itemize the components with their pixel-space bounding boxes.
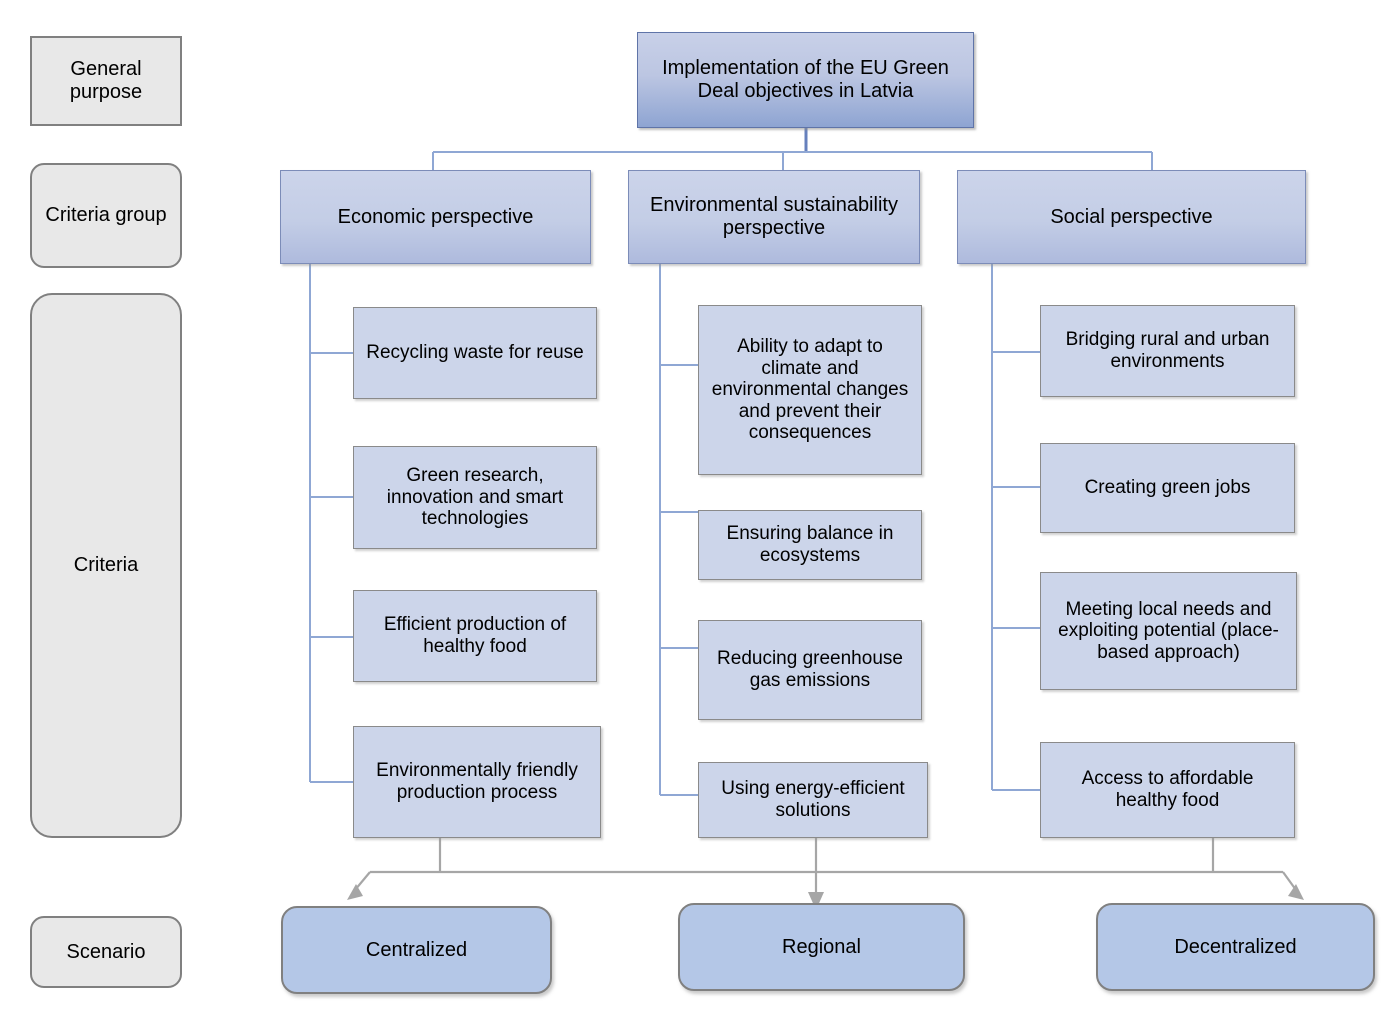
criterion-node-social-4[interactable]: Access to affordable healthy food bbox=[1040, 742, 1295, 838]
wire-arrow-leg-centralized bbox=[354, 871, 371, 891]
criterion-label-social-2: Creating green jobs bbox=[1084, 477, 1251, 499]
group-label-environmental: Environmental sustainability perspective bbox=[650, 194, 898, 239]
criterion-label-environmental-4: Using energy-efficient solutions bbox=[721, 778, 905, 821]
criterion-node-social-1[interactable]: Bridging rural and urban environments bbox=[1040, 305, 1295, 397]
lane-label-criteria-group: Criteria group bbox=[30, 163, 182, 268]
arrowhead-centralized bbox=[347, 884, 363, 900]
scenario-node-decentralized[interactable]: Decentralized bbox=[1096, 903, 1375, 991]
scenario-label-regional: Regional bbox=[782, 935, 861, 958]
criterion-node-environmental-1[interactable]: Ability to adapt to climate and environm… bbox=[698, 305, 922, 475]
lane-scenario-text: Scenario bbox=[66, 940, 146, 963]
criterion-node-social-3[interactable]: Meeting local needs and exploiting poten… bbox=[1040, 572, 1297, 690]
criterion-node-economic-3[interactable]: Efficient production of healthy food bbox=[353, 590, 597, 682]
scenario-node-regional[interactable]: Regional bbox=[678, 903, 965, 991]
criterion-node-environmental-4[interactable]: Using energy-efficient solutions bbox=[698, 762, 928, 838]
criterion-label-economic-1: Recycling waste for reuse bbox=[366, 342, 584, 364]
criterion-label-social-1: Bridging rural and urban environments bbox=[1065, 329, 1270, 372]
group-node-environmental[interactable]: Environmental sustainability perspective bbox=[628, 170, 920, 264]
lane-label-general-purpose: General purpose bbox=[30, 36, 182, 126]
lane-label-scenario: Scenario bbox=[30, 916, 182, 988]
criterion-label-economic-3: Efficient production of healthy food bbox=[383, 614, 567, 657]
criterion-label-environmental-3: Reducing greenhouse gas emissions bbox=[717, 648, 903, 691]
goal-node[interactable]: Implementation of the EU Green Deal obje… bbox=[637, 32, 974, 128]
lane-criteria-text: Criteria bbox=[73, 554, 139, 577]
criterion-label-environmental-1: Ability to adapt to climate and environm… bbox=[711, 335, 909, 444]
scenario-label-centralized: Centralized bbox=[365, 938, 468, 961]
criterion-label-social-4: Access to affordable healthy food bbox=[1081, 768, 1254, 811]
criterion-node-economic-1[interactable]: Recycling waste for reuse bbox=[353, 307, 597, 399]
lane-label-criteria: Criteria bbox=[30, 293, 182, 838]
wire-arrow-leg-decentralized bbox=[1282, 871, 1297, 891]
arrowhead-decentralized bbox=[1288, 884, 1304, 900]
lane-general-purpose-text: General purpose bbox=[69, 58, 143, 103]
group-label-social: Social perspective bbox=[1050, 205, 1213, 228]
scenario-label-decentralized: Decentralized bbox=[1174, 935, 1297, 958]
criterion-node-social-2[interactable]: Creating green jobs bbox=[1040, 443, 1295, 533]
criterion-node-economic-4[interactable]: Environmentally friendly production proc… bbox=[353, 726, 601, 838]
criterion-node-economic-2[interactable]: Green research, innovation and smart tec… bbox=[353, 446, 597, 549]
group-node-social[interactable]: Social perspective bbox=[957, 170, 1306, 264]
criterion-node-environmental-3[interactable]: Reducing greenhouse gas emissions bbox=[698, 620, 922, 720]
criterion-label-social-3: Meeting local needs and exploiting poten… bbox=[1058, 598, 1279, 663]
criterion-label-economic-2: Green research, innovation and smart tec… bbox=[386, 465, 564, 530]
group-node-economic[interactable]: Economic perspective bbox=[280, 170, 591, 264]
criterion-label-environmental-2: Ensuring balance in ecosystems bbox=[726, 523, 894, 566]
scenario-node-centralized[interactable]: Centralized bbox=[281, 906, 552, 994]
lane-criteria-group-text: Criteria group bbox=[45, 204, 167, 227]
goal-label: Implementation of the EU Green Deal obje… bbox=[662, 57, 949, 102]
criterion-node-environmental-2[interactable]: Ensuring balance in ecosystems bbox=[698, 510, 922, 580]
group-label-economic: Economic perspective bbox=[337, 205, 534, 228]
criterion-label-economic-4: Environmentally friendly production proc… bbox=[376, 760, 578, 803]
